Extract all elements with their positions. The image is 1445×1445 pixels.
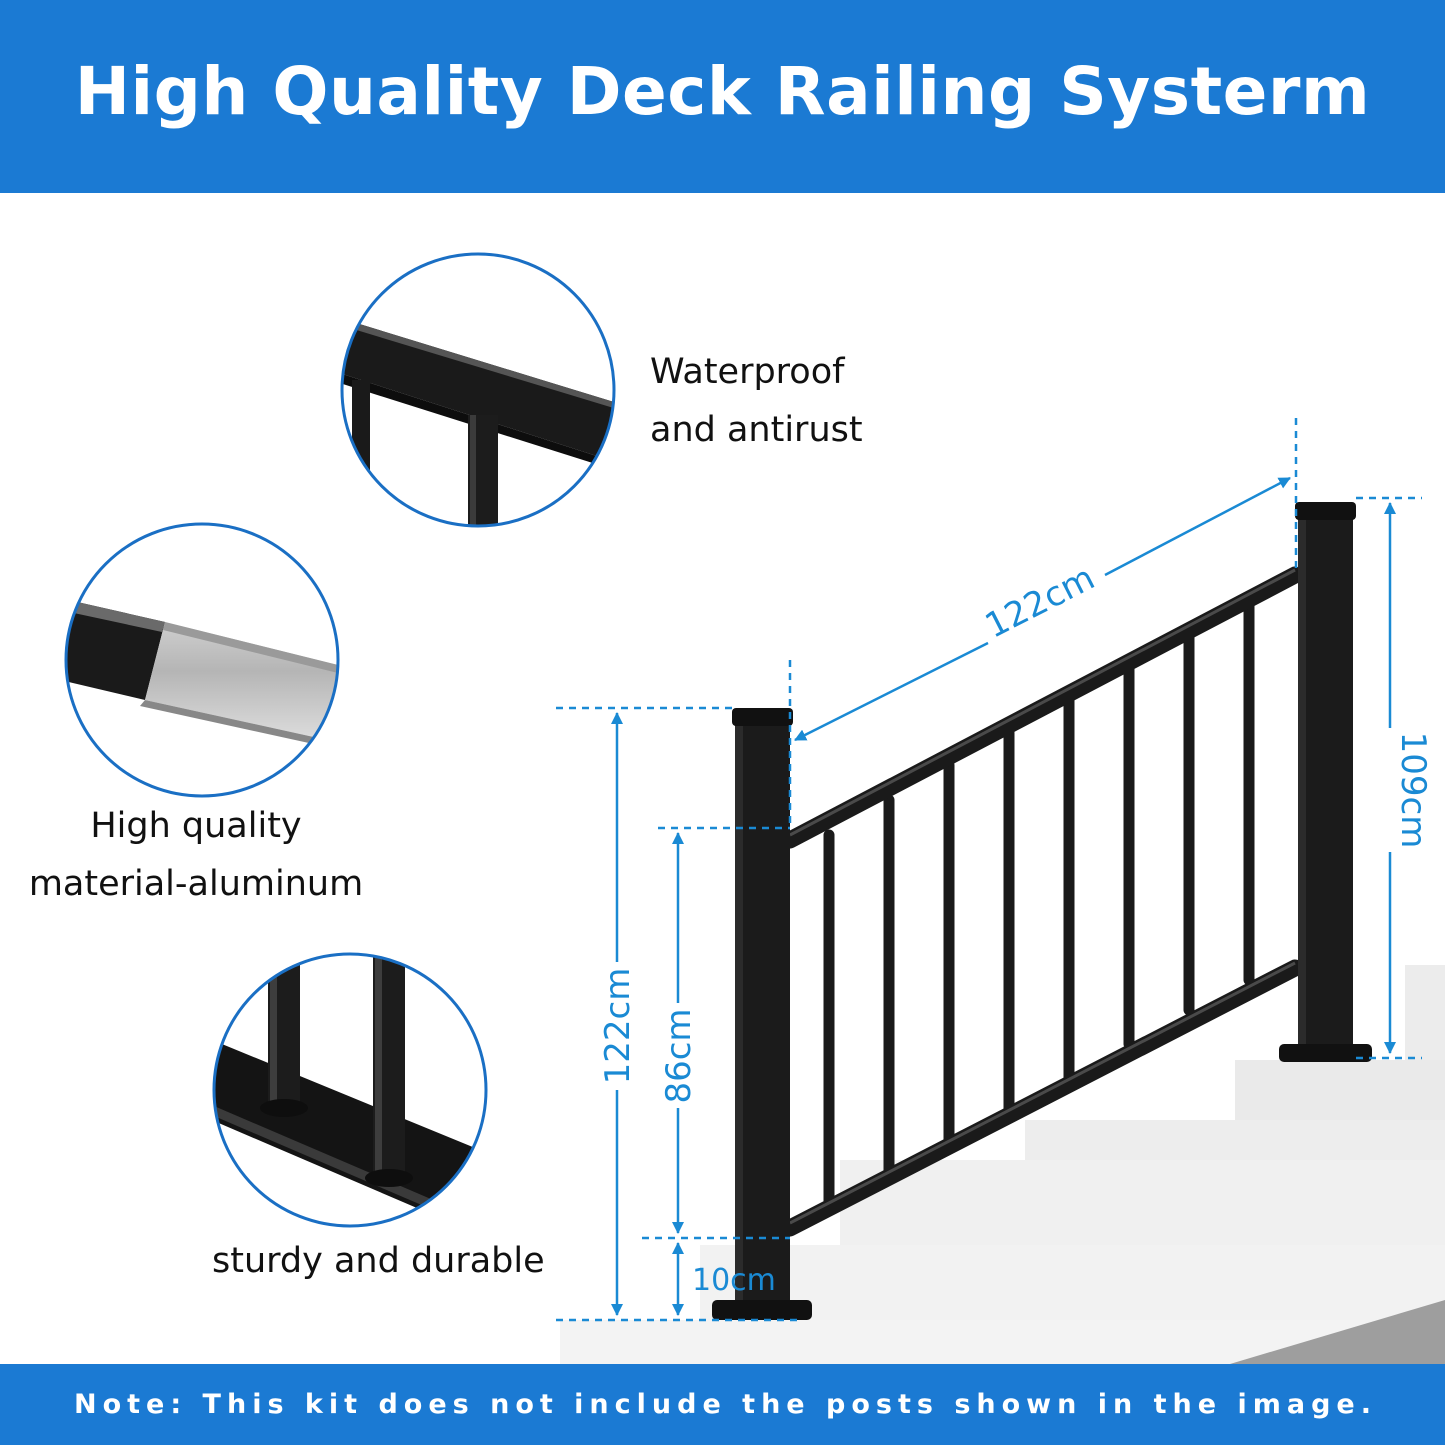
feature-caption-aluminum: High quality material-aluminum [26, 797, 366, 913]
bottom-gap-label: 10cm [692, 1263, 776, 1298]
railing-panel [781, 566, 1304, 1237]
note-banner: Note: This kit does not include the post… [0, 1364, 1445, 1445]
right-post-height-label: 109cm [1393, 732, 1433, 849]
left-post [712, 708, 812, 1320]
right-post [1279, 502, 1372, 1062]
left-post-height-label: 122cm [598, 968, 638, 1085]
feature-caption-line: and antirust [650, 410, 863, 450]
detail-circle-baluster-base [212, 952, 488, 1228]
dimension-lines [556, 418, 1422, 1322]
detail-circle-railing-top [340, 252, 616, 528]
rail-height-label: 86cm [659, 1008, 699, 1103]
rail-length-label: 122cm [979, 558, 1101, 647]
feature-caption-line: High quality [90, 806, 302, 846]
title-banner: High Quality Deck Railing Systerm [0, 0, 1445, 193]
note-text: Note: This kit does not include the post… [74, 1389, 1377, 1420]
feature-caption-waterproof: Waterproof and antirust [650, 343, 863, 459]
feature-caption-durable: sturdy and durable [212, 1232, 545, 1290]
feature-caption-line: sturdy and durable [212, 1241, 545, 1281]
detail-circle-aluminum [64, 522, 340, 798]
feature-caption-line: material-aluminum [28, 864, 364, 904]
page-title: High Quality Deck Railing Systerm [74, 53, 1371, 130]
feature-caption-line: Waterproof [650, 352, 845, 392]
